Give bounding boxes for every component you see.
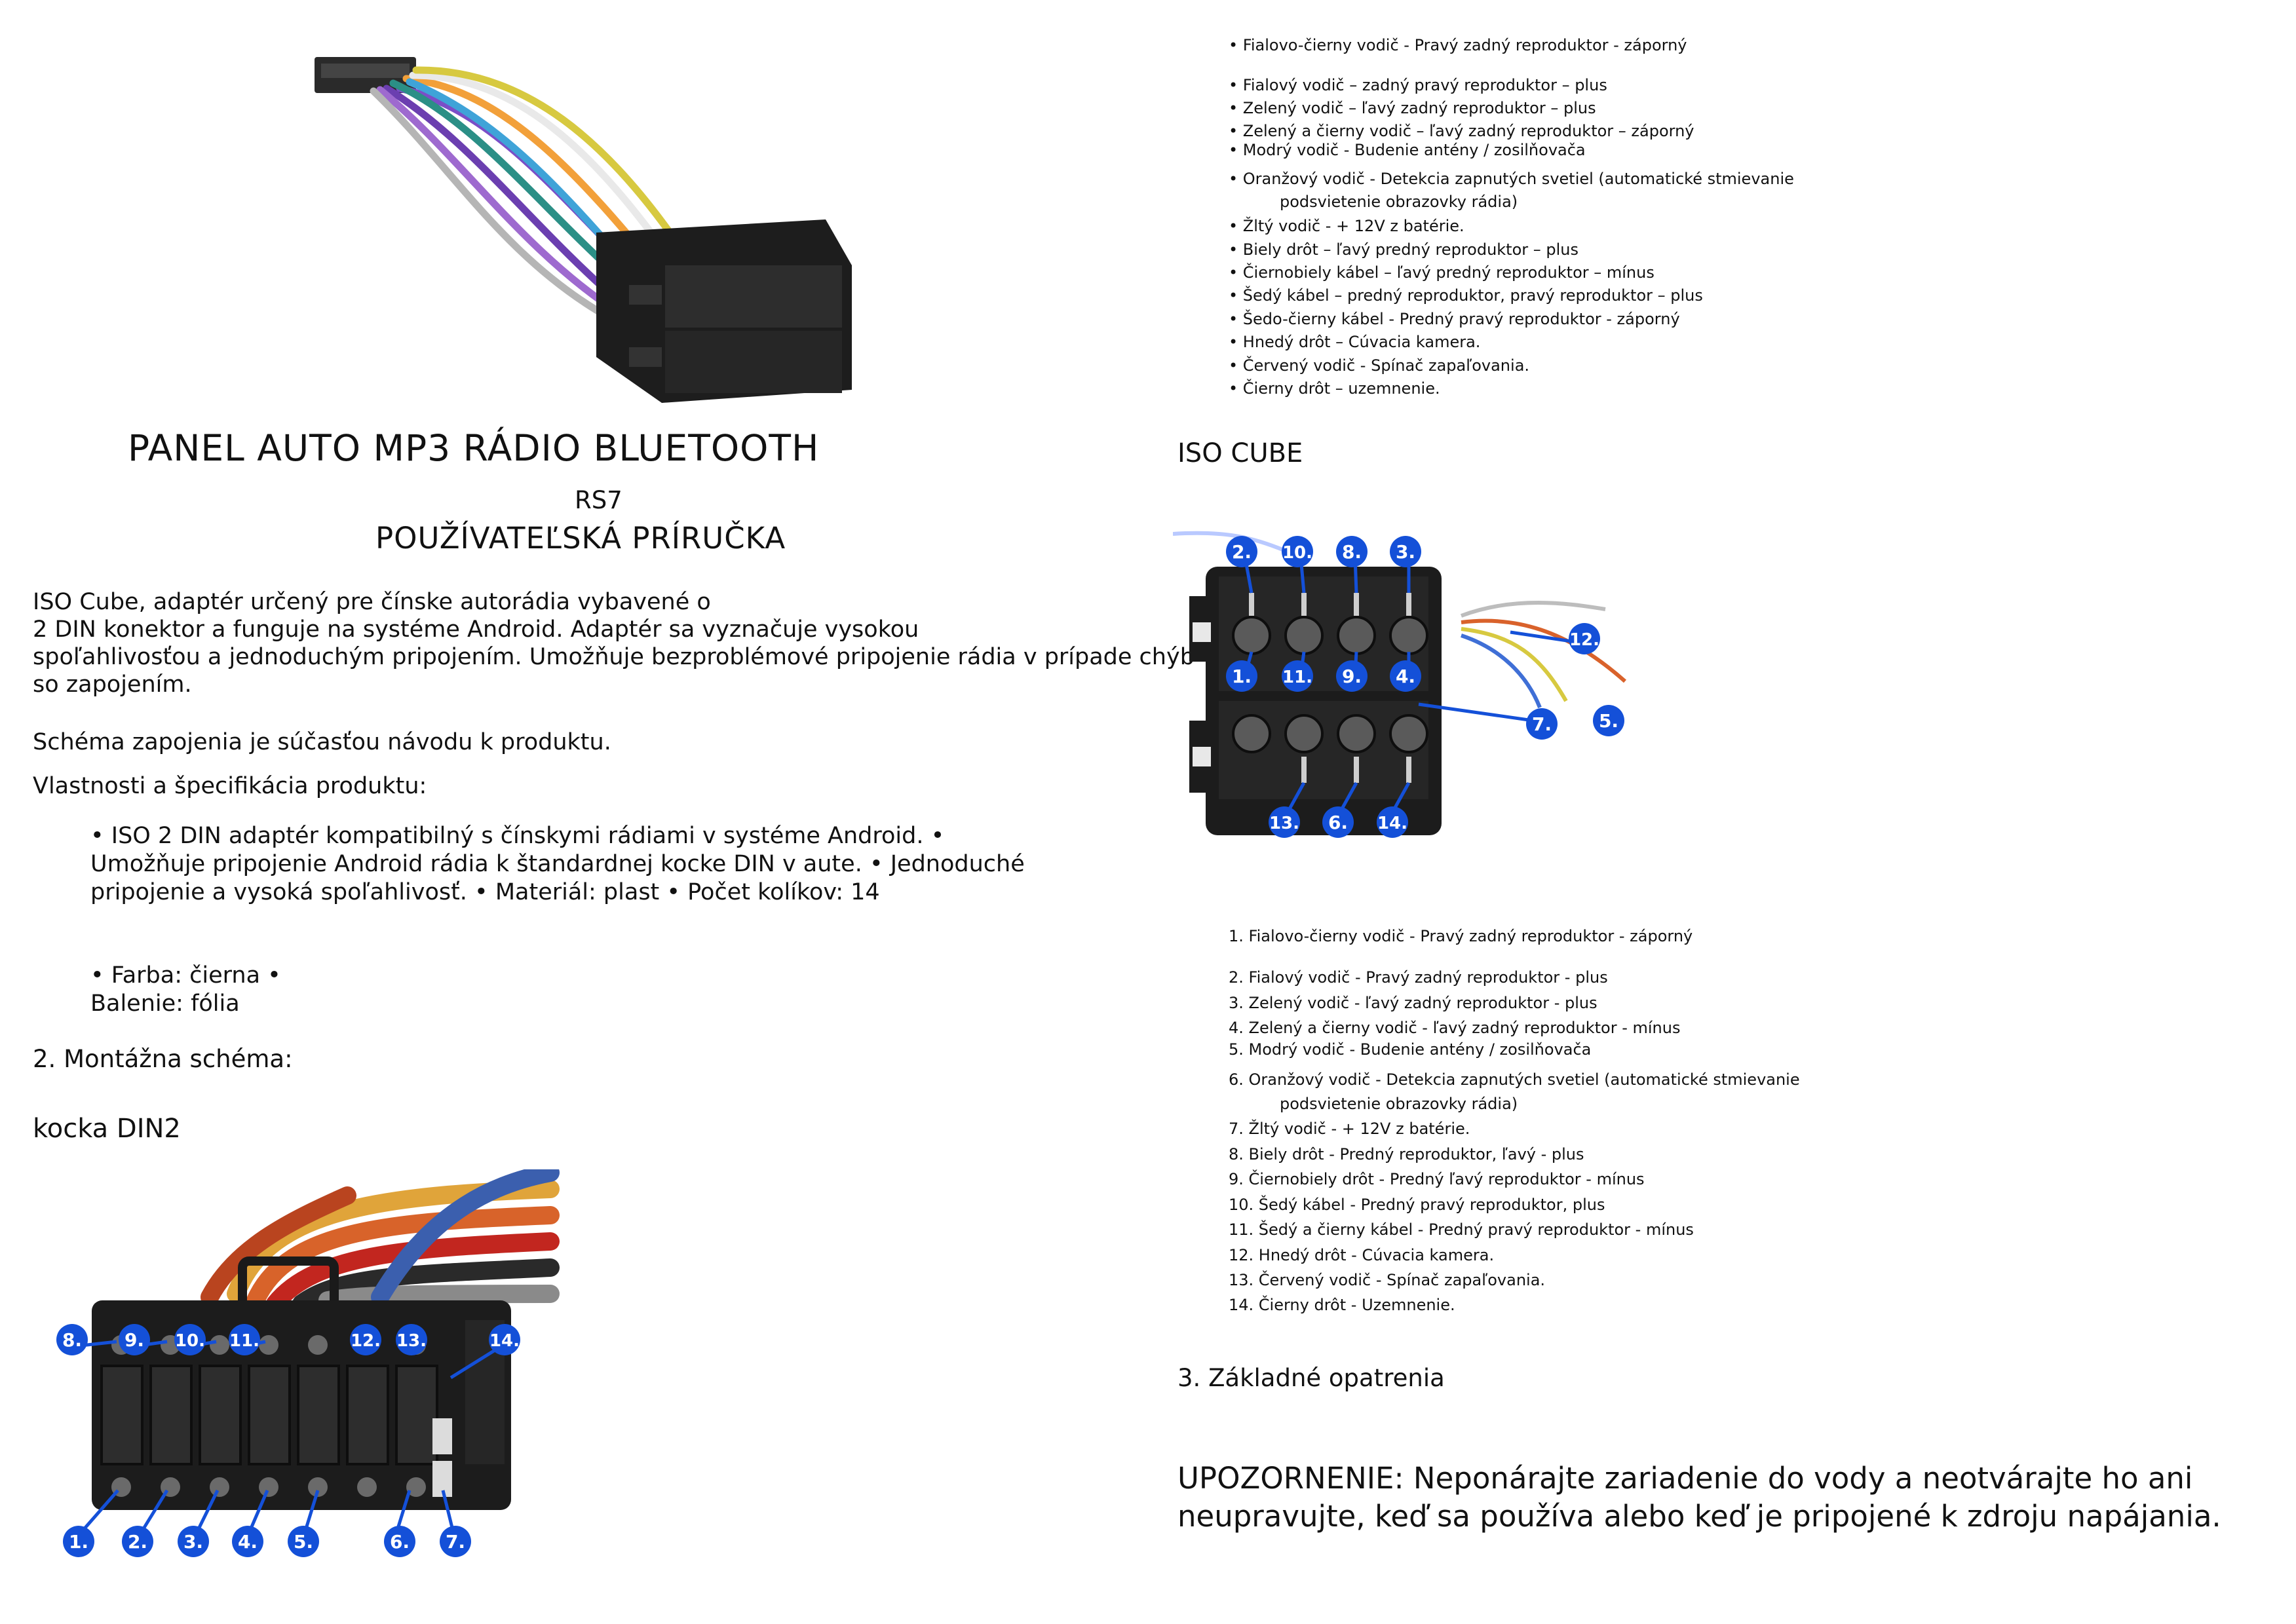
warning-line: neupravujte, keď sa používa alebo keď je…: [1177, 1499, 2221, 1534]
properties-line: • ISO 2 DIN adaptér kompatibilný s čínsk…: [90, 823, 945, 849]
wire-item: • Modrý vodič - Budenie antény / zosilňo…: [1229, 141, 1586, 159]
pin-label: 5.: [294, 1531, 313, 1553]
intro-line: so zapojením.: [33, 671, 192, 698]
intro-paragraph: ISO Cube, adaptér určený pre čínske auto…: [33, 588, 1195, 698]
wire-item: 3. Zelený vodič - ľavý zadný reproduktor…: [1229, 994, 1598, 1012]
iso-cube-photo: 2. 10. 8. 3. 1. 11. 9. 4. 12. 7. 5. 13. …: [1173, 531, 1626, 838]
wire-item: • Oranžový vodič - Detekcia zapnutých sv…: [1229, 170, 1794, 188]
pin-label: 14.: [1377, 814, 1407, 833]
pin-label: 12.: [351, 1331, 381, 1351]
wire-item: 11. Šedý a čierny kábel - Predný pravý r…: [1229, 1220, 1694, 1239]
wire-item: • Hnedý drôt – Cúvacia kamera.: [1229, 333, 1481, 351]
mounting-title: 2. Montážna schéma:: [33, 1045, 293, 1073]
wire-item: 14. Čierny drôt - Uzemnenie.: [1229, 1296, 1455, 1314]
pin-label: 3.: [1396, 541, 1415, 563]
pin-label: 2.: [1232, 541, 1252, 563]
model-name: RS7: [575, 486, 622, 514]
wire-item: • Šedý kábel – predný reproduktor, pravý…: [1229, 286, 1703, 305]
wire-item: podsvietenie obrazovky rádia): [1280, 193, 1518, 211]
iso-wire-list: 1. Fialovo-čierny vodič - Pravý zadný re…: [1229, 0, 2277, 1317]
pin-label: 11.: [1282, 668, 1312, 687]
din2-label: kocka DIN2: [33, 1114, 181, 1144]
intro-line: spoľahlivosťou a jednoduchým pripojením.…: [33, 644, 1195, 670]
properties-line: Balenie: fólia: [90, 991, 240, 1017]
schema-note: Schéma zapojenia je súčasťou návodu k pr…: [33, 729, 611, 755]
wire-item: • Fialovo-čierny vodič - Pravý zadný rep…: [1229, 36, 1687, 54]
pin-label: 2.: [128, 1531, 147, 1553]
pin-label: 1.: [69, 1531, 88, 1553]
pin-label: 10.: [1282, 543, 1312, 563]
wire-item: 12. Hnedý drôt - Cúvacia kamera.: [1229, 1246, 1495, 1264]
wire-item: • Červený vodič - Spínač zapaľovania.: [1229, 356, 1530, 375]
wire-item: 6. Oranžový vodič - Detekcia zapnutých s…: [1229, 1070, 1800, 1089]
intro-line: ISO Cube, adaptér určený pre čínske auto…: [33, 589, 711, 615]
wire-item: 8. Biely drôt - Predný reproduktor, ľavý…: [1229, 1145, 1584, 1163]
pin-label: 11.: [229, 1331, 259, 1351]
pin-label: 14.: [489, 1331, 520, 1351]
section-3-title: 3. Základné opatrenia: [1177, 1364, 1445, 1392]
wire-item: 2. Fialový vodič - Pravý zadný reprodukt…: [1229, 968, 1608, 987]
pin-label: 3.: [183, 1531, 203, 1553]
top-wire-list: • Fialovo-čierny vodič - Pravý zadný rep…: [1229, 0, 2211, 406]
page-title: PANEL AUTO MP3 RÁDIO BLUETOOTH: [128, 427, 820, 469]
wire-item: • Čiernobiely kábel – ľavý predný reprod…: [1229, 263, 1655, 282]
pin-label: 1.: [1232, 666, 1252, 687]
wire-item: • Zelený vodič – ľavý zadný reproduktor …: [1229, 99, 1596, 117]
properties-line: pripojenie a vysoká spoľahlivosť. • Mate…: [90, 879, 880, 905]
wire-item: 9. Čiernobiely drôt - Predný ľavý reprod…: [1229, 1170, 1645, 1188]
pin-label: 13.: [1269, 814, 1299, 833]
pin-label: 10.: [175, 1331, 205, 1351]
wire-item: podsvietenie obrazovky rádia): [1280, 1095, 1518, 1113]
warning-line: UPOZORNENIE: Neponárajte zariadenie do v…: [1177, 1461, 2193, 1496]
wire-item: • Žltý vodič - + 12V z batérie.: [1229, 217, 1464, 235]
wire-item: 13. Červený vodič - Spínač zapaľovania.: [1229, 1271, 1546, 1289]
wire-item: 1. Fialovo-čierny vodič - Pravý zadný re…: [1229, 927, 1693, 945]
wire-item: 10. Šedý kábel - Predný pravý reprodukto…: [1229, 1196, 1605, 1214]
page-subtitle: POUŽÍVATEĽSKÁ PRÍRUČKA: [375, 521, 786, 556]
properties-line: Umožňuje pripojenie Android rádia k štan…: [90, 851, 1025, 877]
harness-photo: [315, 57, 852, 403]
wire-item: 4. Zelený a čierny vodič - ľavý zadný re…: [1229, 1019, 1681, 1037]
wire-item: • Zelený a čierny vodič – ľavý zadný rep…: [1229, 122, 1694, 140]
iso-cube-title: ISO CUBE: [1177, 438, 1303, 468]
wire-item: • Šedo-čierny kábel - Predný pravý repro…: [1229, 310, 1680, 328]
iso-pin-badges: 2. 10. 8. 3. 1. 11. 9. 4. 12. 7. 5. 13. …: [1226, 536, 1624, 838]
properties-list-extra: • Farba: čierna • Balenie: fólia: [90, 962, 281, 1018]
pin-label: 4.: [1396, 666, 1415, 687]
pin-label: 4.: [238, 1531, 258, 1553]
din2-connector-photo: 8. 9. 10. 11. 12. 13. 14. 1. 2. 3. 4. 5.…: [56, 1169, 560, 1557]
wire-item: 7. Žltý vodič - + 12V z batérie.: [1229, 1120, 1470, 1138]
pin-label: 6.: [1328, 812, 1348, 833]
pin-label: 9.: [1342, 666, 1362, 687]
pin-label: 6.: [390, 1531, 410, 1553]
din2-pin-badges: 8. 9. 10. 11. 12. 13. 14. 1. 2. 3. 4. 5.…: [56, 1324, 520, 1557]
warning-text: UPOZORNENIE: Neponárajte zariadenie do v…: [1177, 1460, 2259, 1536]
pin-label: 12.: [1569, 630, 1599, 650]
wire-item: • Fialový vodič – zadný pravý reprodukto…: [1229, 76, 1607, 94]
properties-line: • Farba: čierna •: [90, 962, 281, 989]
pin-label: 8.: [62, 1329, 82, 1351]
properties-list: • ISO 2 DIN adaptér kompatibilný s čínsk…: [90, 822, 1025, 907]
wire-item: 5. Modrý vodič - Budenie antény / zosilň…: [1229, 1040, 1592, 1059]
pin-label: 7.: [1532, 713, 1552, 735]
pin-label: 9.: [124, 1329, 144, 1351]
pin-label: 7.: [446, 1531, 465, 1553]
wire-item: • Biely drôt – ľavý predný reproduktor –…: [1229, 240, 1579, 259]
properties-title: Vlastnosti a špecifikácia produktu:: [33, 773, 427, 799]
pin-label: 8.: [1342, 541, 1362, 563]
wire-item: • Čierny drôt – uzemnenie.: [1229, 379, 1440, 398]
pin-label: 5.: [1599, 710, 1618, 732]
pin-label: 13.: [396, 1331, 427, 1351]
intro-line: 2 DIN konektor a funguje na systéme Andr…: [33, 616, 919, 643]
